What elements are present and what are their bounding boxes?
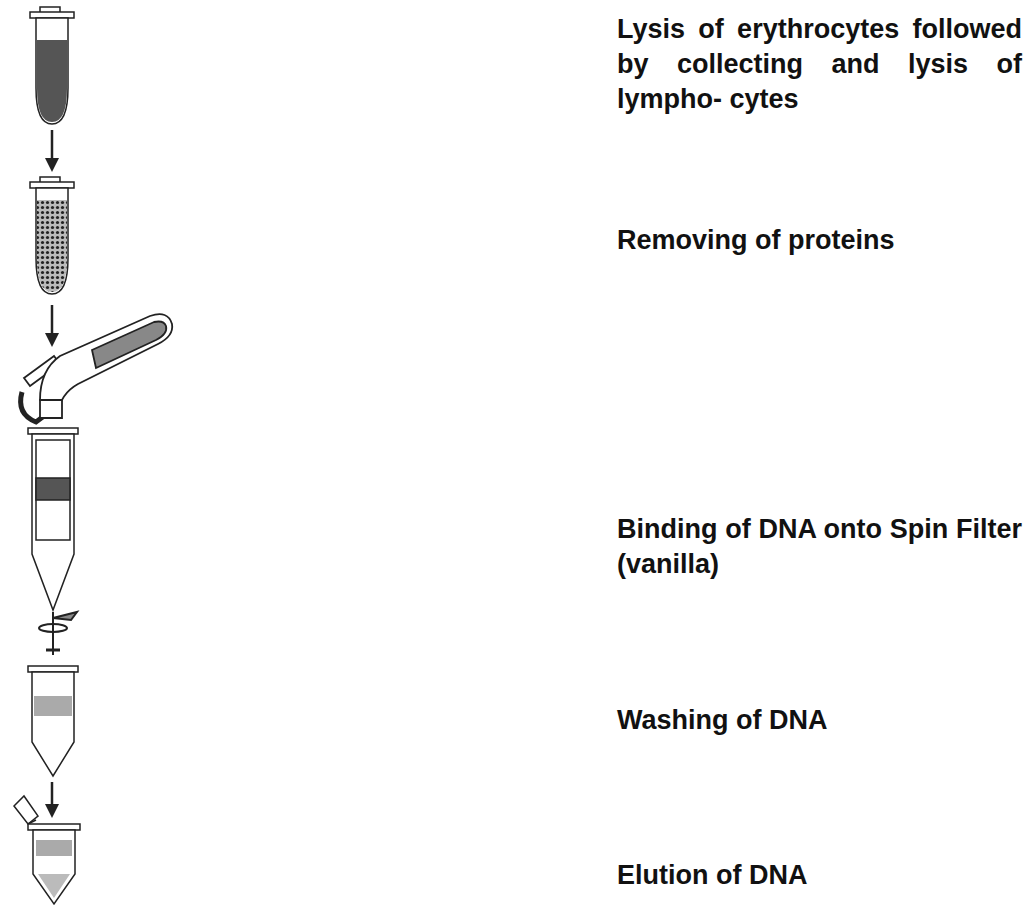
tube-lysis <box>30 7 74 124</box>
pipette <box>21 314 173 422</box>
wash-tube <box>28 666 78 776</box>
flow-arrow <box>45 782 59 818</box>
tube-proteins <box>30 177 74 294</box>
step-label: Removing of proteins <box>617 223 1022 258</box>
flow-arrow <box>45 130 59 172</box>
flow-arrow <box>45 305 59 347</box>
step-label: Elution of DNA <box>617 858 1022 893</box>
step-label: Lysis of erythrocytes followed by collec… <box>617 12 1022 117</box>
step-label: Washing of DNA <box>617 703 1022 738</box>
elution-tube <box>14 796 80 904</box>
step-label: Binding of DNA onto Spin Filter (vanilla… <box>617 512 1022 582</box>
spin-symbol <box>39 612 77 655</box>
spin-filter-tube <box>28 428 78 610</box>
